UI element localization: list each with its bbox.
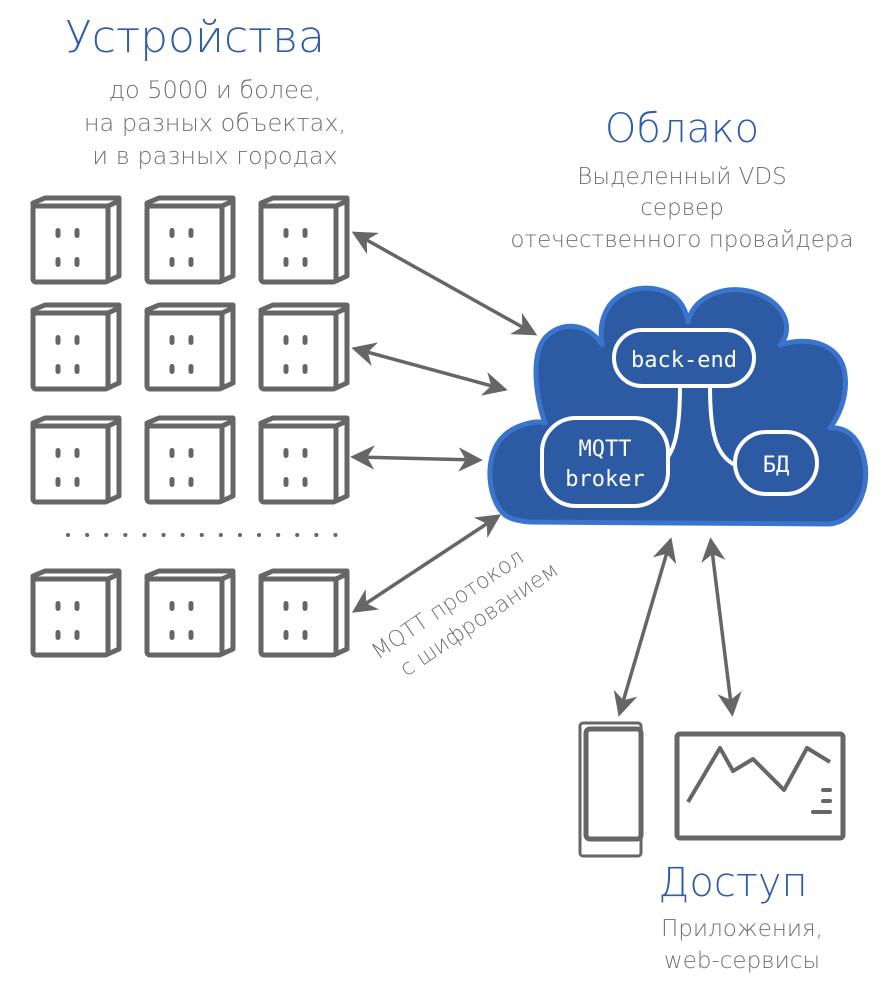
- device-box-icon: [258, 195, 350, 285]
- cloud-components: back-end MQTT broker БД: [540, 328, 819, 508]
- devices-subtitle-line: на разных объектах,: [84, 109, 346, 137]
- access-title: Доступ: [658, 860, 807, 906]
- arrow-row-4: [351, 514, 502, 613]
- broker-label-line: MQTT: [579, 437, 632, 462]
- broker-label-line: broker: [565, 467, 644, 492]
- access-subtitle-line: web-сервисы: [664, 948, 820, 974]
- device-box-icon: [30, 568, 122, 658]
- device-box-icon: [30, 302, 122, 392]
- device-box-icon: [144, 568, 236, 658]
- access-subtitle-line: Приложения,: [661, 916, 823, 942]
- cloud-subtitle-line: Выделенный VDS: [577, 164, 786, 190]
- access-heading: Доступ Приложения, web-сервисы: [658, 860, 823, 974]
- database-node: [733, 430, 819, 496]
- cloud-access-arrows: [613, 537, 742, 717]
- cloud-subtitle-line: сервер: [640, 195, 724, 221]
- device-box-icon: [30, 195, 122, 285]
- arrow-to-monitor: [701, 537, 742, 717]
- devices-subtitle-line: до 5000 и более,: [109, 76, 322, 104]
- mqtt-broker-node: [540, 416, 670, 508]
- monitor-chart-icon: [674, 731, 846, 841]
- device-box-icon: [144, 302, 236, 392]
- protocol-label: MQTT протокол с шифрованием: [367, 545, 563, 682]
- backend-db-link: [708, 385, 736, 467]
- device-box-icon: [144, 195, 236, 285]
- device-box-icon: [258, 415, 350, 505]
- device-box-icon: [258, 302, 350, 392]
- cloud-heading: Облако Выделенный VDS сервер отечественн…: [510, 106, 853, 253]
- device-box-icon: [258, 568, 350, 658]
- arrow-row-3: [350, 445, 483, 472]
- device-cloud-arrows: [350, 231, 538, 613]
- backend-label: back-end: [631, 348, 737, 373]
- device-box-icon: [144, 415, 236, 505]
- devices-title: Устройства: [65, 12, 325, 63]
- device-grid: [30, 195, 350, 658]
- device-box-icon: [30, 415, 122, 505]
- backend-node: [612, 328, 756, 388]
- devices-subtitle-line: и в разных городах: [92, 142, 337, 170]
- database-label: БД: [763, 453, 790, 478]
- smartphone-icon: [578, 721, 644, 858]
- devices-heading: Устройства до 5000 и более, на разных об…: [65, 12, 346, 170]
- arrow-row-2: [351, 342, 508, 396]
- arrow-to-phone: [613, 537, 677, 717]
- cloud-subtitle-line: отечественного провайдера: [510, 227, 853, 253]
- arrow-row-1: [351, 231, 538, 336]
- cloud-title: Облако: [605, 106, 759, 152]
